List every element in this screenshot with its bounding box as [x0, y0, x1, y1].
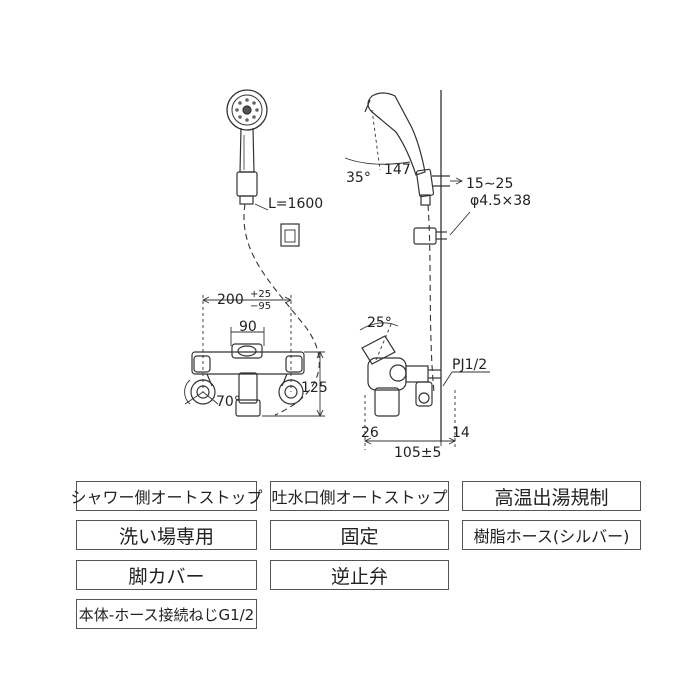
- feature-resin-hose: 樹脂ホース(シルバー): [462, 520, 641, 550]
- dim-head-reach: 147: [384, 162, 411, 178]
- feature-high-temp-limit: 高温出湯規制: [462, 481, 641, 511]
- feature-washing-area: 洗い場専用: [76, 520, 257, 550]
- dim-spout-height: 125: [301, 380, 328, 396]
- side-view: [344, 90, 490, 450]
- feature-spout-autostop: 吐水口側オートストップ: [270, 481, 449, 511]
- hose-side: [427, 204, 435, 393]
- hose-path: [243, 203, 320, 416]
- dim-pitch: 200: [217, 292, 244, 308]
- dim-pitch-minus: −95: [250, 301, 271, 312]
- dim-pipe-offset: 14: [452, 425, 470, 441]
- faucet-body-side: [361, 335, 441, 417]
- dim-pitch-plus: +25: [250, 289, 271, 300]
- feature-fixed: 固定: [270, 520, 449, 550]
- dim-head-angle: 35°: [346, 170, 371, 186]
- feature-leg-cover: 脚カバー: [76, 560, 257, 590]
- feature-connection-thread: 本体-ホース接続ねじG1/2: [76, 599, 257, 629]
- dim-holder-range: 15∼25: [466, 176, 513, 192]
- feature-check-valve: 逆止弁: [270, 560, 449, 590]
- dim-wall-offset: 26: [361, 425, 379, 441]
- front-view: [184, 89, 325, 418]
- dim-screw: φ4.5×38: [470, 193, 531, 209]
- dim-spout-angle: 70°: [216, 394, 241, 410]
- shower-head: [226, 89, 268, 173]
- feature-shower-autostop: シャワー側オートストップ: [71, 481, 263, 511]
- dim-lever-angle: 25°: [367, 315, 392, 331]
- shower-head-side: [364, 92, 435, 206]
- dim-thread: PJ1/2: [452, 357, 487, 373]
- product-dimension-drawing: L=1600 200 +25 −95 90 125 70° 35° 147 15…: [184, 89, 531, 461]
- faucet-body-front: [190, 343, 305, 417]
- dim-hose-length: L=1600: [268, 196, 323, 212]
- dim-center: 90: [239, 319, 257, 335]
- dim-depth: 105±5: [394, 445, 441, 461]
